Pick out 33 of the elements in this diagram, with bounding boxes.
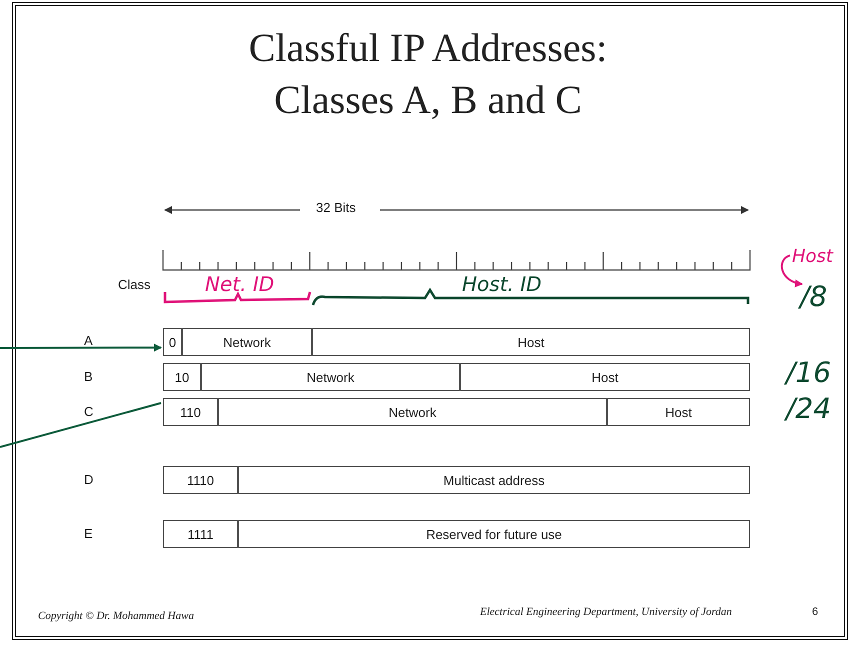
bit-field: 110 bbox=[163, 398, 218, 426]
bit-field: 0 bbox=[163, 328, 182, 356]
handwritten-note: /16 bbox=[786, 356, 832, 389]
handwritten-note: Host bbox=[792, 246, 833, 267]
class-letter: A bbox=[84, 333, 93, 348]
axis-label: Class bbox=[118, 277, 151, 292]
bit-field: 1110 bbox=[163, 466, 238, 494]
bit-field: Network bbox=[201, 363, 460, 391]
bit-field: Reserved for future use bbox=[238, 520, 750, 548]
bit-field: 1111 bbox=[163, 520, 238, 548]
slide-title: Classful IP Addresses: Classes A, B and C bbox=[248, 24, 608, 124]
class-letter: E bbox=[84, 526, 93, 541]
class-letter: C bbox=[84, 404, 94, 419]
footer-text: Copyright © Dr. Mohammed Hawa bbox=[38, 610, 194, 622]
bit-field: Host bbox=[607, 398, 750, 426]
bit-field: Network bbox=[182, 328, 312, 356]
handwritten-label: Host. ID bbox=[462, 272, 542, 296]
leader-line bbox=[0, 344, 162, 352]
footer-text: Electrical Engineering Department, University of Jordan bbox=[480, 606, 732, 618]
handwritten-note: /8 bbox=[800, 280, 828, 313]
arrow bbox=[780, 254, 803, 287]
leader-line bbox=[0, 402, 162, 448]
class-letter: B bbox=[84, 369, 93, 384]
bit-field: Network bbox=[218, 398, 607, 426]
dimension-label: 32 Bits bbox=[316, 200, 356, 215]
bit-field: 10 bbox=[163, 363, 201, 391]
handwritten-note: /24 bbox=[786, 392, 832, 425]
handwritten-label: Net. ID bbox=[205, 272, 274, 296]
page-number: 6 bbox=[812, 606, 818, 618]
bit-field: Multicast address bbox=[238, 466, 750, 494]
bit-field: Host bbox=[312, 328, 750, 356]
bit-field: Host bbox=[460, 363, 750, 391]
class-letter: D bbox=[84, 472, 94, 487]
